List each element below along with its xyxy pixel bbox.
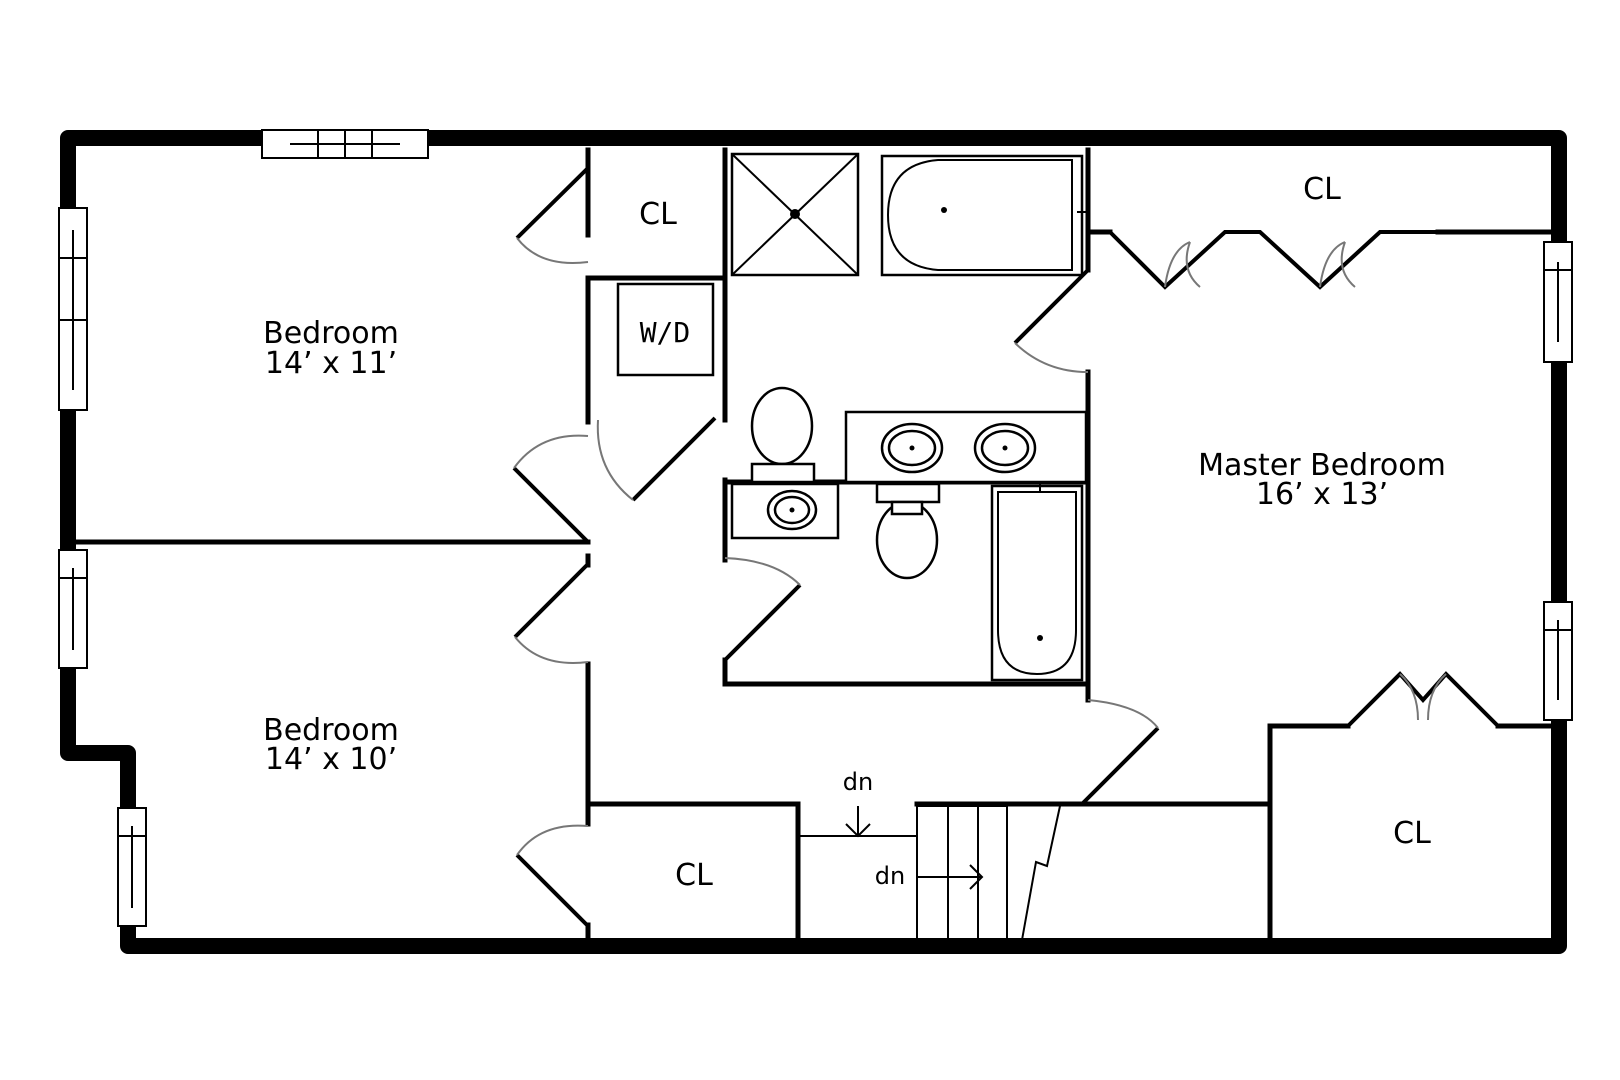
bedroom-upper-name: Bedroom [263, 316, 399, 351]
window-right-upper [1543, 241, 1573, 363]
master-bedroom-dims: 16’ x 13’ [1256, 477, 1388, 512]
toilet-master-bath [750, 386, 816, 484]
stairs-down-label-left: dn [875, 862, 905, 890]
door-upper-bedroom-closet [515, 166, 590, 264]
door-lower-bedroom-closet [515, 824, 590, 928]
exterior-wall [60, 130, 1567, 954]
door-bathroom [723, 557, 802, 662]
sink-hall-bath [730, 482, 840, 540]
closet-label-upper-hall: CL [639, 197, 677, 232]
closet-label-lower-hall: CL [675, 858, 713, 893]
washer-dryer-label: W/D [640, 316, 691, 349]
bedroom-lower-name: Bedroom [263, 713, 399, 748]
door-master-bedroom [1081, 699, 1160, 805]
window-left-upper [58, 207, 88, 411]
closet-label-master-top: CL [1303, 172, 1341, 207]
bedroom-lower-dims: 14’ x 10’ [265, 742, 397, 777]
door-laundry [596, 416, 717, 502]
door-lower-bedroom [513, 562, 590, 664]
window-left-lower [117, 807, 147, 927]
master-bedroom-name: Master Bedroom [1198, 448, 1446, 483]
washer-dryer [616, 282, 715, 377]
stairs-down-label-top: dn [843, 768, 873, 796]
door-upper-bedroom [512, 434, 590, 544]
bathtub-master [880, 154, 1088, 277]
window-right-lower [1543, 601, 1573, 721]
window-top [261, 129, 429, 159]
bifold-doors-master-bottom-closet [1346, 671, 1500, 728]
bedroom-upper-dims: 14’ x 11’ [265, 346, 397, 381]
closet-label-master-bottom: CL [1393, 816, 1431, 851]
door-master-bath [1013, 268, 1090, 373]
shower [730, 152, 860, 277]
window-left-middle [58, 549, 88, 669]
bathtub-hall [990, 482, 1084, 682]
vanity-double-sink [844, 410, 1088, 484]
toilet-hall-bath [875, 482, 941, 580]
bifold-doors-master-top-closet [1108, 230, 1438, 290]
staircase [800, 805, 1061, 941]
